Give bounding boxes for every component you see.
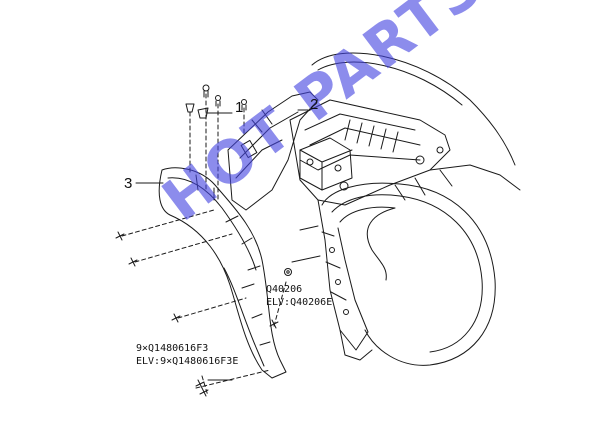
bolt-part-number-elv: ELV:9×Q1480616F3E xyxy=(136,356,239,367)
screw-icon xyxy=(171,313,181,323)
fasteners xyxy=(115,84,292,397)
screw-icon xyxy=(199,387,209,397)
screw-icon xyxy=(115,231,125,241)
callout-3: 3 xyxy=(124,175,133,192)
screw-icon xyxy=(128,257,138,267)
clip-icon xyxy=(197,107,209,119)
bolt-icon xyxy=(215,95,221,107)
fender-panel xyxy=(158,167,287,379)
nut-part-number: Q40206 xyxy=(266,284,303,295)
screw-icon xyxy=(195,379,205,389)
callout-1: 1 xyxy=(235,99,244,116)
nut-icon xyxy=(284,268,292,276)
callout-2: 2 xyxy=(310,96,319,113)
body-structure xyxy=(227,52,521,366)
leader-lines xyxy=(135,109,309,381)
bolt-part-number: 9×Q1480616F3 xyxy=(136,343,209,354)
screw-icon xyxy=(269,319,279,329)
clip-icon xyxy=(185,103,195,113)
bolt-icon xyxy=(241,99,247,111)
bolt-icon xyxy=(202,84,210,98)
nut-part-number-elv: ELV:Q40206E xyxy=(266,297,333,308)
dashed-fastener-lines xyxy=(121,93,287,397)
